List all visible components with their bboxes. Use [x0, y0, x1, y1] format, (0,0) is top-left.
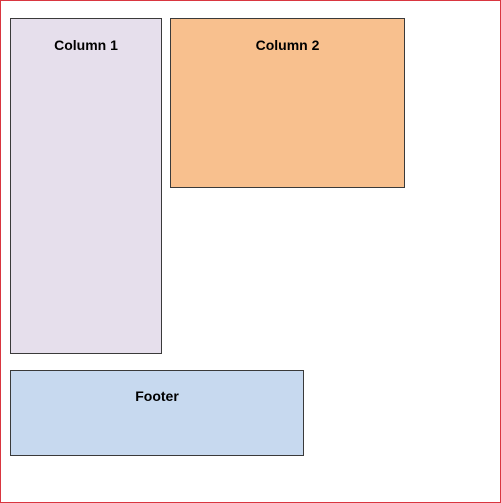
footer-label: Footer: [135, 388, 179, 404]
column-2-box: Column 2: [170, 18, 405, 188]
column-1-label: Column 1: [54, 37, 118, 53]
footer-box: Footer: [10, 370, 304, 456]
column-1-box: Column 1: [10, 18, 162, 354]
column-2-label: Column 2: [255, 37, 320, 53]
